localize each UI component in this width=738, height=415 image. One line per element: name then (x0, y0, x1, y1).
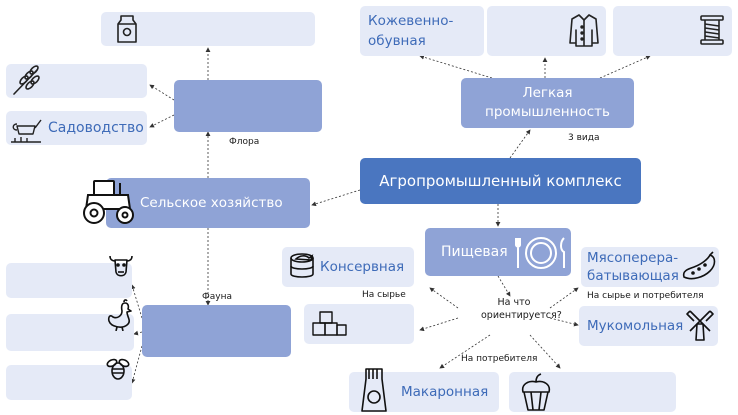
food-industry-label: Пищевая (441, 244, 508, 260)
pasta-label: Макаронная (401, 384, 489, 400)
agro-complex-label: Агропромышленный комплекс (379, 172, 622, 190)
gardening-label: Садоводство (48, 120, 144, 136)
question-label: На что ориентируется? (481, 297, 562, 321)
thread-spool-icon (700, 15, 724, 45)
pasta-box: Макаронная (349, 372, 499, 412)
cow-icon (109, 255, 133, 277)
milk-pack-icon (117, 15, 137, 43)
food-industry-node: Пищевая (425, 228, 571, 276)
fauna-box (142, 305, 291, 357)
textile-box (613, 6, 732, 56)
canned-label: Консервная (320, 259, 405, 275)
cupcake-icon (521, 373, 551, 411)
fauna-label: Фауна (202, 292, 232, 302)
tractor-icon (83, 180, 134, 224)
agriculture-label: Сельское хозяйство (140, 195, 283, 211)
on-consumer-label: На потребителя (461, 354, 538, 364)
grain-box (6, 64, 147, 98)
on-raw-label: На сырье (362, 290, 406, 300)
sugar-cubes-icon (312, 311, 347, 336)
wheat-icon (13, 65, 40, 95)
bee-icon (106, 358, 130, 380)
flora-box (174, 80, 322, 132)
leather-footwear-label: Кожевенно-обувная (368, 13, 454, 49)
chicken-icon (107, 299, 132, 331)
sugar-box (304, 304, 414, 344)
cattle-box (6, 263, 132, 298)
clothing-box (487, 6, 606, 56)
leather-footwear-box: Кожевенно-обувная (360, 6, 484, 56)
flora-label: Флора (229, 137, 260, 147)
coat-icon (569, 14, 599, 47)
agro-complex-node: Агропромышленный комплекс (360, 158, 641, 204)
gardening-box: Садоводство (6, 111, 147, 145)
flour-label: Мукомольная (587, 318, 684, 334)
agriculture-node: Сельское хозяйство (106, 178, 310, 228)
poultry-box (6, 314, 134, 351)
meat-label: Мясоперера-батывающая (587, 250, 679, 284)
light-industry-label: Легкая промышленность (485, 85, 610, 120)
windmill-icon (686, 310, 714, 341)
watering-can-icon (11, 119, 42, 143)
light-industry-node: Легкая промышленность (461, 78, 634, 128)
pasta-pack-icon (361, 368, 387, 412)
types-count-label: 3 вида (568, 133, 600, 143)
sausage-icon (682, 251, 716, 280)
on-raw-and-consumer-label: На сырье и потребителя (587, 291, 704, 301)
canned-fish-icon (290, 253, 314, 278)
plate-cutlery-icon (515, 237, 565, 269)
beekeeping-box (6, 365, 132, 400)
